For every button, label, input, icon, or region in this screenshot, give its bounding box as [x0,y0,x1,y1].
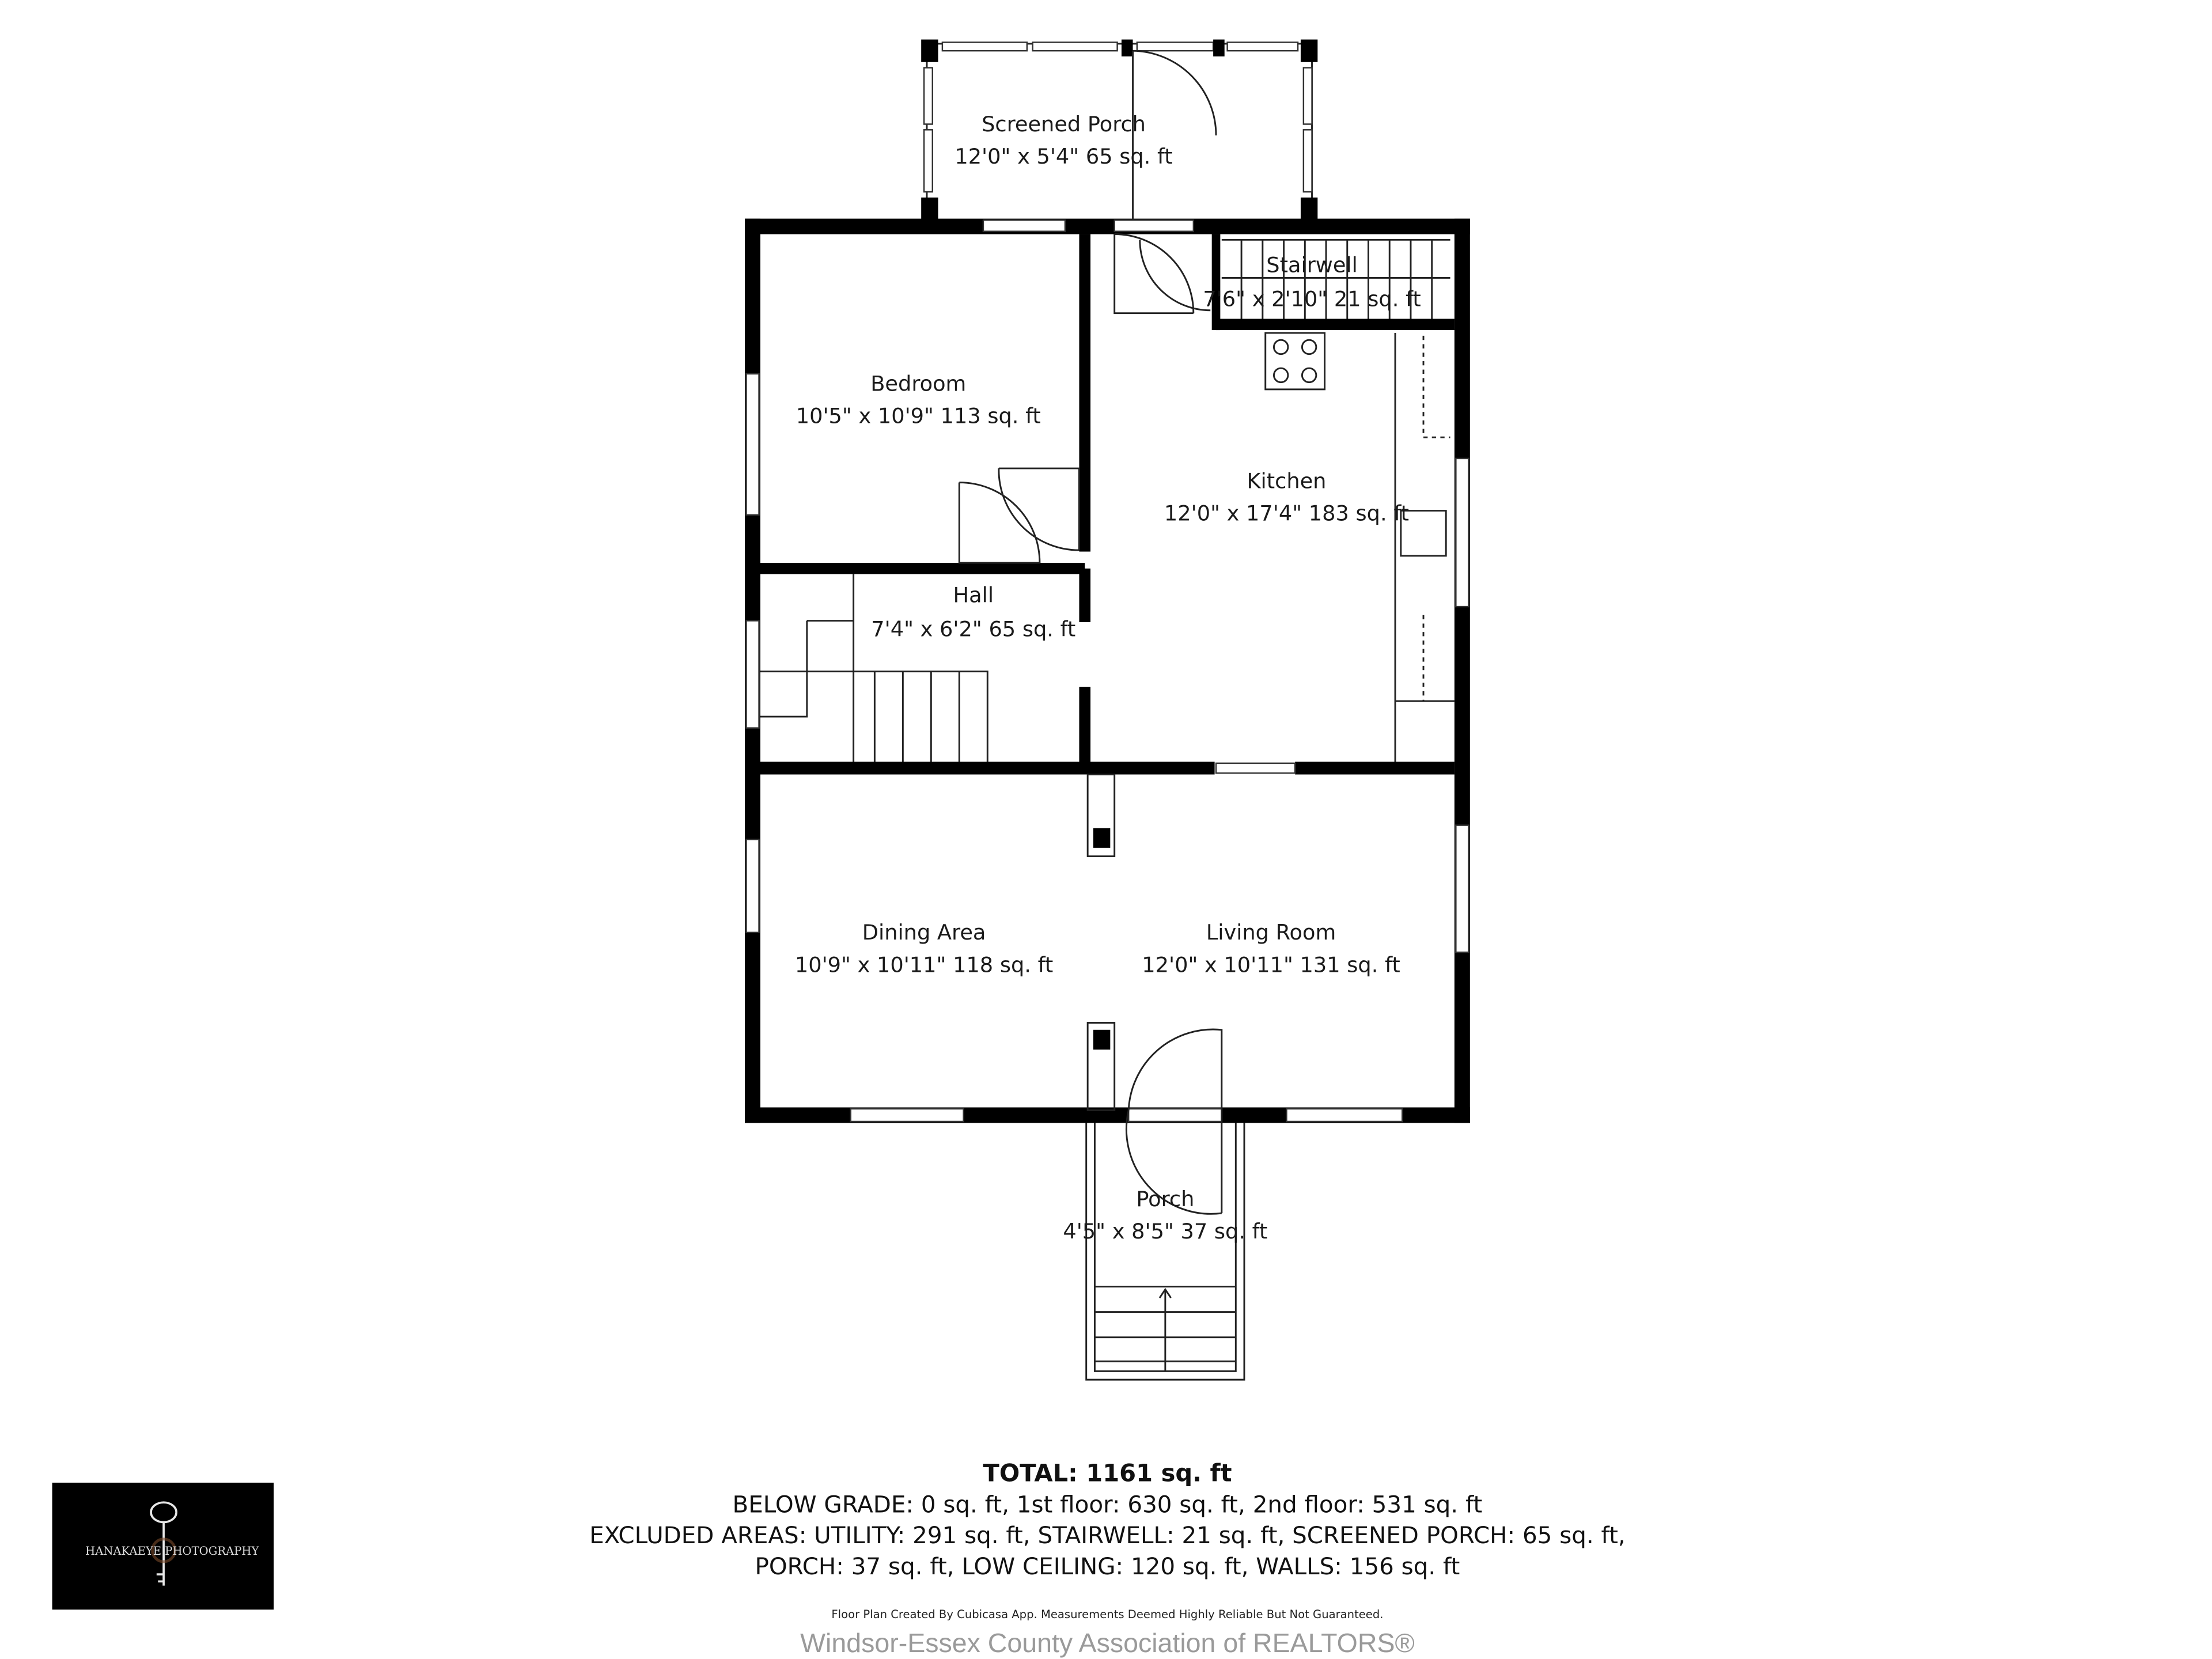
room-stairwell: Stairwell 7'6" x 2'10" 21 sq. ft [1203,253,1421,312]
room-screened-porch: Screened Porch 12'0" x 5'4" 65 sq. ft [955,112,1172,169]
room-name: Living Room [1206,920,1336,945]
summary-line-2: EXCLUDED AREAS: UTILITY: 291 sq. ft, STA… [589,1521,1626,1549]
porch-structure [1085,1123,1245,1381]
total-area: TOTAL: 1161 sq. ft [983,1459,1232,1487]
room-dining-area: Dining Area 10'9" x 10'11" 118 sq. ft [795,920,1053,977]
room-dims: 7'6" x 2'10" 21 sq. ft [1203,286,1421,311]
room-dims: 4'5" x 8'5" 37 sq. ft [1063,1219,1267,1244]
room-dims: 10'5" x 10'9" 113 sq. ft [796,404,1041,429]
room-bedroom: Bedroom 10'5" x 10'9" 113 sq. ft [796,371,1041,428]
room-kitchen: Kitchen 12'0" x 17'4" 183 sq. ft [1164,468,1409,525]
area-summary: TOTAL: 1161 sq. ft BELOW GRADE: 0 sq. ft… [589,1459,1626,1657]
room-dims: 12'0" x 17'4" 183 sq. ft [1164,501,1409,526]
room-name: Screened Porch [982,112,1146,137]
screened-porch-structure [921,39,1318,222]
room-name: Dining Area [862,920,986,945]
interior-details [760,233,1455,1215]
logo-text: HANAKAEYE PHOTOGRAPHY [85,1544,259,1558]
house-walls [745,218,1470,1123]
room-hall: Hall 7'4" x 6'2" 65 sq. ft [871,583,1075,642]
disclaimer: Floor Plan Created By Cubicasa App. Meas… [831,1608,1383,1621]
room-name: Hall [953,583,994,608]
room-name: Porch [1136,1187,1194,1211]
summary-line-1: BELOW GRADE: 0 sq. ft, 1st floor: 630 sq… [733,1490,1483,1518]
watermark: Windsor-Essex County Association of REAL… [800,1628,1415,1658]
room-dims: 10'9" x 10'11" 118 sq. ft [795,952,1053,977]
key-icon [150,1501,177,1586]
room-name: Bedroom [870,371,966,396]
room-dims: 7'4" x 6'2" 65 sq. ft [871,616,1075,641]
room-dims: 12'0" x 5'4" 65 sq. ft [955,144,1172,169]
summary-line-3: PORCH: 37 sq. ft, LOW CEILING: 120 sq. f… [755,1552,1460,1580]
room-living-room: Living Room 12'0" x 10'11" 131 sq. ft [1142,920,1400,977]
room-dims: 12'0" x 10'11" 131 sq. ft [1142,952,1400,977]
room-name: Stairwell [1266,253,1358,278]
photographer-logo: HANAKAEYE PHOTOGRAPHY [52,1482,274,1610]
room-porch: Porch 4'5" x 8'5" 37 sq. ft [1063,1187,1267,1244]
room-name: Kitchen [1247,468,1326,493]
